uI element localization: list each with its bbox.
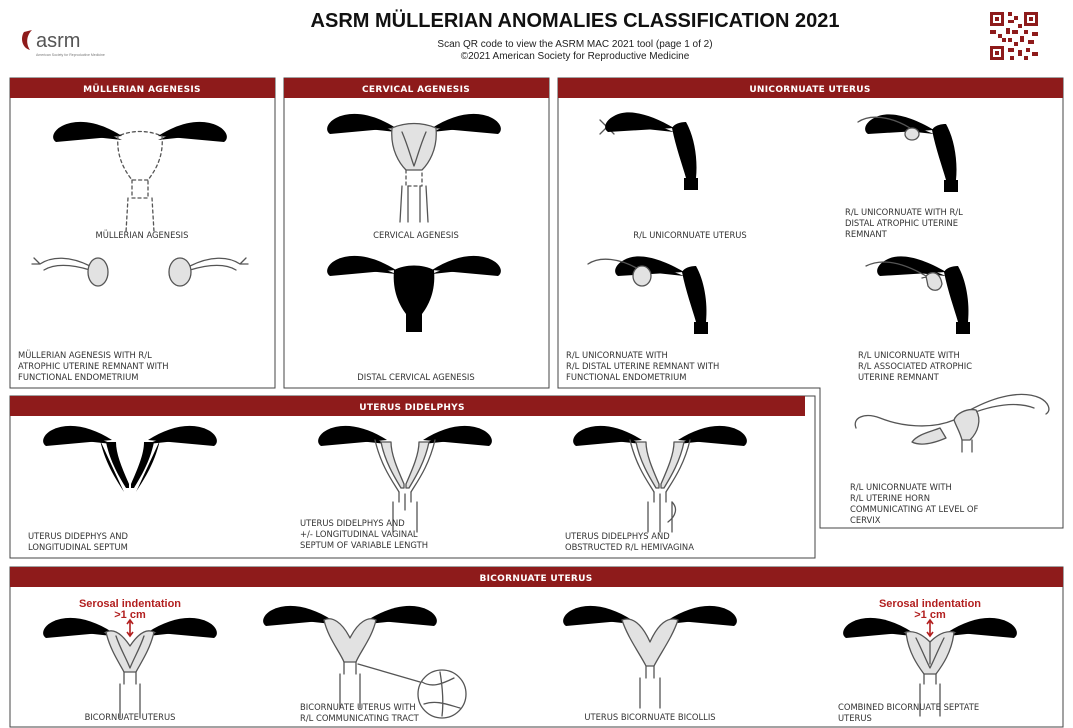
label-bicornuate-bicollis: UTERUS BICORNUATE BICOLLIS [584, 712, 715, 722]
label-ma-remnant-line1: MÜLLERIAN AGENESIS WITH R/L [18, 350, 152, 360]
figure-mullerian-agenesis-remnant [32, 258, 248, 286]
figure-didelphys-obstructed-hemivagina [565, 426, 755, 532]
section-uterus-didelphys: UTERUS DIDELPHYS UTERUS DIDEPHYS AND LON… [10, 396, 815, 558]
label-uu2-line1: R/L UNICORNUATE WITH R/L [845, 207, 963, 217]
section-mullerian-agenesis: MÜLLERIAN AGENESIS MÜLLERIAN AGENESIS MÜ… [10, 78, 275, 388]
logo-text: asrm [36, 30, 80, 52]
label-bu2-line1: BICORNUATE UTERUS WITH [300, 702, 416, 712]
label-uu2-line3: REMNANT [845, 229, 888, 239]
figure-distal-cervical-agenesis [319, 256, 509, 366]
label-uu3-line2: R/L DISTAL UTERINE REMNANT WITH [566, 361, 719, 371]
label-uu5-line2: R/L UTERINE HORN [850, 493, 930, 503]
label-uu2-line2: DISTAL ATROPHIC UTERINE [845, 218, 958, 228]
label-distal-cervical-agenesis: DISTAL CERVICAL AGENESIS [357, 372, 474, 382]
figure-cervical-agenesis [319, 114, 509, 222]
figure-didelphys-septum [35, 426, 225, 532]
page-title: ASRM MÜLLERIAN ANOMALIES CLASSIFICATION … [311, 9, 840, 32]
label-uu4-line2: R/L ASSOCIATED ATROPHIC [858, 361, 972, 371]
figure-bicornuate-bicollis [555, 606, 745, 708]
copyright-line: ©2021 American Society for Reproductive … [461, 51, 690, 62]
label-ud3-line2: OBSTRUCTED R/L HEMIVAGINA [565, 542, 694, 552]
section-title: MÜLLERIAN AGENESIS [83, 84, 201, 95]
section-cervical-agenesis: CERVICAL AGENESIS CERVICAL AGENESIS DIST… [284, 78, 549, 388]
label-uu5-line3: COMMUNICATING AT LEVEL OF [850, 504, 978, 514]
label-uu3-line3: FUNCTIONAL ENDOMETRIUM [566, 372, 686, 382]
section-title: CERVICAL AGENESIS [362, 85, 470, 95]
page-subtitle: Scan QR code to view the ASRM MAC 2021 t… [437, 39, 712, 50]
section-title: UTERUS DIDELPHYS [359, 403, 465, 413]
figure-unicornuate [600, 112, 700, 222]
header: asrm American Society for Reproductive M… [22, 9, 1040, 62]
label-ud2-line1: UTERUS DIDELPHYS AND [300, 518, 405, 528]
indentation-arrow-icon [127, 620, 133, 636]
asrm-logo: asrm American Society for Reproductive M… [22, 30, 105, 57]
label-unicornuate: R/L UNICORNUATE UTERUS [633, 230, 746, 240]
section-title: BICORNUATE UTERUS [479, 574, 592, 584]
indentation-arrow-icon [927, 620, 933, 636]
label-ud2-line3: SEPTUM OF VARIABLE LENGTH [300, 540, 428, 550]
figure-unicornuate-horn-communicating [855, 394, 1049, 452]
label-ud1-line1: UTERUS DIDEPHYS AND [28, 531, 128, 541]
label-ma-remnant-line2: ATROPHIC UTERINE REMNANT WITH [18, 361, 169, 371]
section-unicornuate-uterus: UNICORNUATE UTERUS R/L UNICORNUATE UTERU… [558, 78, 1063, 528]
label-bu4-line1: COMBINED BICORNUATE SEPTATE [838, 702, 979, 712]
label-uu4-line3: UTERINE REMNANT [858, 372, 940, 382]
figure-didelphys-vaginal-septum [310, 426, 500, 532]
label-ud3-line1: UTERUS DIDELPHYS AND [565, 531, 670, 541]
label-ud2-line2: +/- LONGITUDINAL VAGINAL [300, 529, 418, 539]
label-bu4-line2: UTERUS [838, 713, 872, 723]
label-mullerian-agenesis: MÜLLERIAN AGENESIS [96, 230, 189, 240]
label-cervical-agenesis: CERVICAL AGENESIS [373, 230, 459, 240]
figure-mullerian-agenesis [45, 122, 235, 232]
label-ud1-line2: LONGITUDINAL SEPTUM [28, 542, 128, 552]
label-uu5-line4: CERVIX [850, 515, 881, 525]
qr-code[interactable] [988, 10, 1040, 62]
logo-tagline: American Society for Reproductive Medici… [36, 53, 105, 57]
section-title: UNICORNUATE UTERUS [749, 85, 870, 95]
label-uu3-line1: R/L UNICORNUATE WITH [566, 350, 668, 360]
label-uu5-line1: R/L UNICORNUATE WITH [850, 482, 952, 492]
label-ma-remnant-line3: FUNCTIONAL ENDOMETRIUM [18, 372, 138, 382]
label-bu2-line2: R/L COMMUNICATING TRACT [300, 713, 420, 723]
label-bicornuate: BICORNUATE UTERUS [85, 712, 176, 722]
section-bicornuate-uterus: BICORNUATE UTERUS Serosal indentation >1… [10, 567, 1063, 727]
label-uu4-line1: R/L UNICORNUATE WITH [858, 350, 960, 360]
